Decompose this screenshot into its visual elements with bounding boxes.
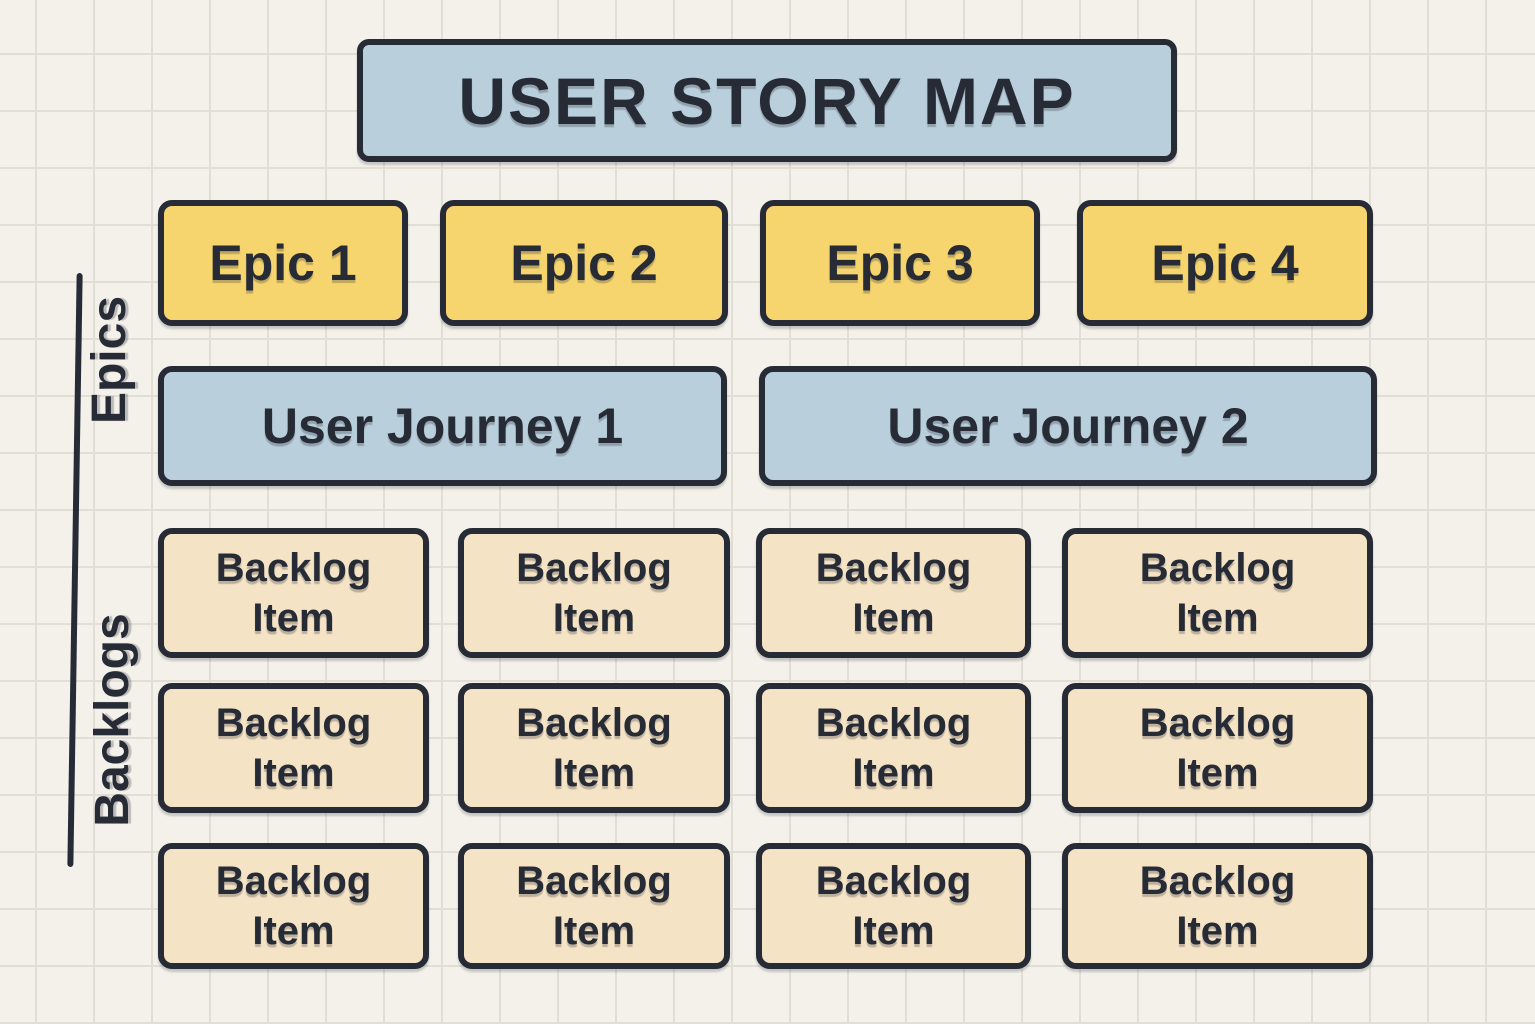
epic-card-label: Epic 1 [209, 235, 357, 291]
backlog-item-card-r2c3: Backlog Item [756, 683, 1031, 813]
axis-label-backlogs: Backlogs [86, 570, 139, 870]
epic-card-2: Epic 2 [440, 200, 728, 326]
backlog-item-card-r1c2: Backlog Item [458, 528, 730, 658]
axis-label-epics: Epics [83, 260, 136, 460]
backlog-item-label: Backlog Item [1139, 701, 1296, 795]
backlog-item-label: Backlog Item [516, 546, 672, 640]
epic-card-3: Epic 3 [760, 200, 1040, 326]
backlog-item-label: Backlog Item [516, 859, 672, 953]
backlog-item-card-r1c4: Backlog Item [1062, 528, 1373, 658]
backlog-item-label: Backlog Item [815, 859, 972, 953]
backlog-item-label: Backlog Item [815, 701, 972, 795]
user-journey-label: User Journey 1 [261, 398, 624, 454]
backlog-item-label: Backlog Item [516, 701, 672, 795]
epic-card-label: Epic 3 [826, 235, 974, 291]
page-title: USER STORY MAP [458, 63, 1076, 138]
epic-card-4: Epic 4 [1077, 200, 1373, 326]
backlog-item-card-r3c4: Backlog Item [1062, 843, 1373, 969]
backlog-item-card-r3c2: Backlog Item [458, 843, 730, 969]
axis-bracket-line [67, 272, 83, 868]
backlog-item-label: Backlog Item [215, 546, 372, 640]
backlog-item-card-r2c1: Backlog Item [158, 683, 429, 813]
backlog-item-card-r1c1: Backlog Item [158, 528, 429, 658]
backlog-item-label: Backlog Item [1139, 546, 1296, 640]
title-card: USER STORY MAP [357, 39, 1177, 162]
user-journey-card-2: User Journey 2 [759, 366, 1377, 486]
backlog-item-card-r2c4: Backlog Item [1062, 683, 1373, 813]
backlog-item-label: Backlog Item [215, 859, 372, 953]
axis-label-backlogs-text: Backlogs [86, 613, 139, 827]
backlog-item-label: Backlog Item [215, 701, 372, 795]
backlog-item-card-r2c2: Backlog Item [458, 683, 730, 813]
epic-card-label: Epic 4 [1151, 235, 1299, 291]
backlog-item-card-r1c3: Backlog Item [756, 528, 1031, 658]
backlog-item-card-r3c3: Backlog Item [756, 843, 1031, 969]
backlog-item-label: Backlog Item [1139, 859, 1296, 953]
user-journey-card-1: User Journey 1 [158, 366, 727, 486]
backlog-item-label: Backlog Item [815, 546, 972, 640]
epic-card-1: Epic 1 [158, 200, 408, 326]
axis-label-epics-text: Epics [83, 295, 136, 425]
user-journey-label: User Journey 2 [887, 398, 1249, 454]
epic-card-label: Epic 2 [510, 235, 658, 291]
backlog-item-card-r3c1: Backlog Item [158, 843, 429, 969]
